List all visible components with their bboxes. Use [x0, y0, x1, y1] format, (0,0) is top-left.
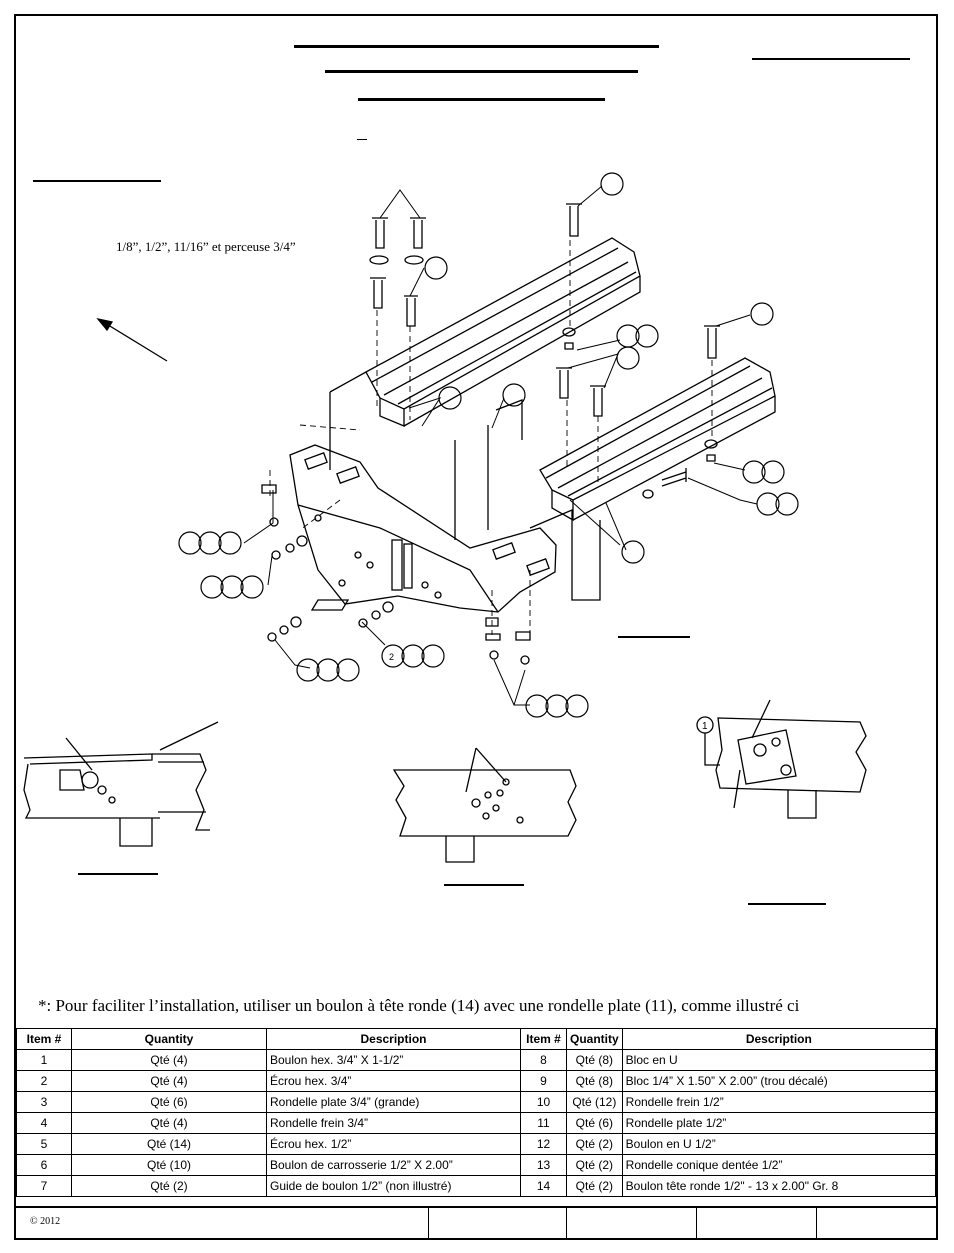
vehicle-frame — [329, 371, 601, 601]
parts-table: Item # Quantity Description Item # Quant… — [16, 1028, 937, 1197]
item-quantity: Qté (14) — [71, 1133, 267, 1155]
item-description: Bloc en U — [621, 1049, 937, 1071]
header-item: Item # — [16, 1028, 72, 1050]
footer-cell — [696, 1208, 697, 1238]
tools-heading-line — [33, 180, 161, 182]
part-number-line — [752, 58, 910, 60]
header-quantity: Quantity — [71, 1028, 267, 1050]
item-quantity: Qté (6) — [566, 1112, 623, 1134]
footer-cell — [816, 1208, 817, 1238]
item-number: 12 — [520, 1133, 567, 1155]
hardware-nuts-washers — [261, 484, 531, 665]
inset-callout-number: 1 — [702, 721, 708, 732]
item-quantity: Qté (2) — [71, 1175, 267, 1197]
item-description: Boulon hex. 3/4” X 1-1/2” — [266, 1049, 521, 1071]
footer-cell — [428, 1208, 429, 1238]
item-quantity: Qté (8) — [566, 1049, 623, 1071]
header-item-2: Item # — [520, 1028, 567, 1050]
item-number: 1 — [16, 1049, 72, 1071]
footer-cell — [566, 1208, 567, 1238]
carriage-bolts — [369, 203, 720, 499]
dashed-lines — [269, 240, 713, 640]
item-quantity: Qté (4) — [71, 1112, 267, 1134]
item-quantity: Qté (6) — [71, 1091, 267, 1113]
item-description: Guide de boulon 1/2” (non illustré) — [266, 1175, 521, 1197]
front-arrow — [99, 319, 168, 362]
inset-right-frame-view — [696, 699, 867, 819]
title-line-1 — [294, 45, 659, 48]
item-description: Boulon tête ronde 1/2" - 13 x 2.00" Gr. … — [621, 1175, 937, 1197]
item-description: Rondelle frein 1/2” — [621, 1091, 937, 1113]
copyright: © 2012 — [30, 1216, 61, 1227]
item-quantity: Qté (2) — [566, 1175, 623, 1197]
drill-sizes-note: 1/8”, 1/2”, 11/16” et perceuse 3/4” — [116, 239, 296, 254]
exploded-assembly-diagram: 2 1 — [23, 172, 867, 905]
installation-note: *: Pour faciliter l’installation, utilis… — [38, 996, 800, 1015]
item-number: 3 — [16, 1091, 72, 1113]
header-quantity-2: Quantity — [566, 1028, 623, 1050]
item-description: Boulon de carrosserie 1/2” X 2.00” — [266, 1154, 521, 1176]
item-number: 4 — [16, 1112, 72, 1134]
item-quantity: Qté (2) — [566, 1154, 623, 1176]
right-rail — [539, 357, 776, 522]
footer-bar: © 2012 — [16, 1206, 936, 1238]
front-arrow-head — [96, 317, 114, 332]
item-quantity: Qté (8) — [566, 1070, 623, 1092]
page-frame — [14, 14, 938, 1240]
item-quantity: Qté (4) — [71, 1049, 267, 1071]
item-number: 8 — [520, 1049, 567, 1071]
item-description: Rondelle conique dentée 1/2” — [621, 1154, 937, 1176]
item-number: 7 — [16, 1175, 72, 1197]
title-line-3 — [358, 98, 605, 101]
header-description-2: Description — [621, 1028, 937, 1050]
item-description: Rondelle frein 3/4” — [266, 1112, 521, 1134]
mounting-bracket — [289, 444, 557, 613]
item-description: Rondelle plate 1/2” — [621, 1112, 937, 1134]
item-quantity: Qté (4) — [71, 1070, 267, 1092]
item-description: Écrou hex. 1/2” — [266, 1133, 521, 1155]
dash-mark — [357, 139, 367, 140]
item-description: Écrou hex. 3/4” — [266, 1070, 521, 1092]
item-number: 10 — [520, 1091, 567, 1113]
item-quantity: Qté (12) — [566, 1091, 623, 1113]
item-quantity: Qté (2) — [566, 1133, 623, 1155]
item-description: Rondelle plate 3/4” (grande) — [266, 1091, 521, 1113]
callout-balloons — [178, 172, 799, 718]
item-number: 2 — [16, 1070, 72, 1092]
inset-left-frame-view — [23, 721, 219, 847]
callout-nut-number: 2 — [389, 652, 394, 662]
title-line-2 — [325, 70, 638, 73]
item-number: 5 — [16, 1133, 72, 1155]
item-description: Boulon en U 1/2” — [621, 1133, 937, 1155]
left-rail — [365, 237, 641, 427]
item-number: 13 — [520, 1154, 567, 1176]
item-number: 9 — [520, 1070, 567, 1092]
header-description: Description — [266, 1028, 521, 1050]
item-quantity: Qté (10) — [71, 1154, 267, 1176]
parts-table-header: Item # Quantity Description Item # Quant… — [16, 1028, 937, 1050]
item-description: Bloc 1/4” X 1.50” X 2.00” (trou décalé) — [621, 1070, 937, 1092]
inset-middle-frame-view — [392, 747, 577, 863]
item-number: 14 — [520, 1175, 567, 1197]
item-number: 11 — [520, 1112, 567, 1134]
item-number: 6 — [16, 1154, 72, 1176]
